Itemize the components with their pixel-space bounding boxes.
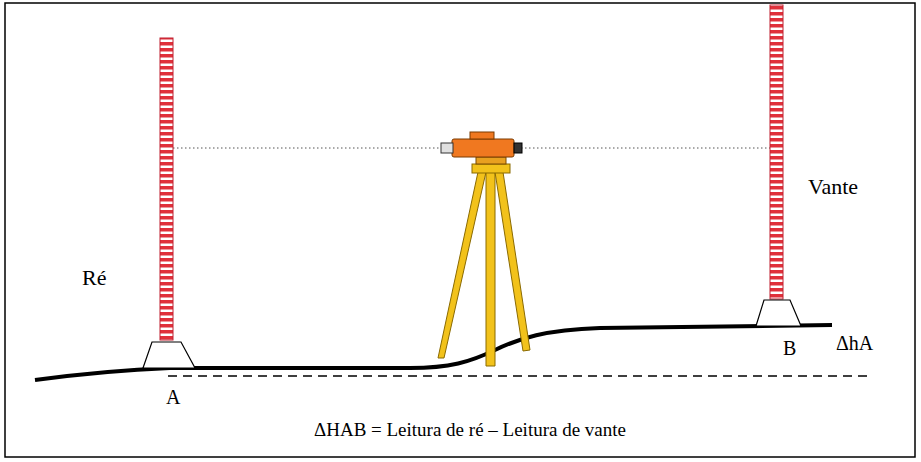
frame xyxy=(5,3,915,457)
ground-profile xyxy=(35,325,832,380)
fore-staff xyxy=(756,5,801,326)
reference-line xyxy=(168,375,872,377)
point-label: A xyxy=(166,386,180,408)
staff-label: Ré xyxy=(82,266,106,290)
level-instrument xyxy=(441,132,522,164)
back-staff xyxy=(143,38,195,368)
tripod xyxy=(438,164,530,366)
point-label: B xyxy=(783,337,796,359)
formula-caption: ΔHAB = Leitura de ré – Leitura de vante xyxy=(314,420,626,441)
staff-label: Vante xyxy=(808,175,858,199)
height-difference-label: ΔhA xyxy=(836,332,873,354)
